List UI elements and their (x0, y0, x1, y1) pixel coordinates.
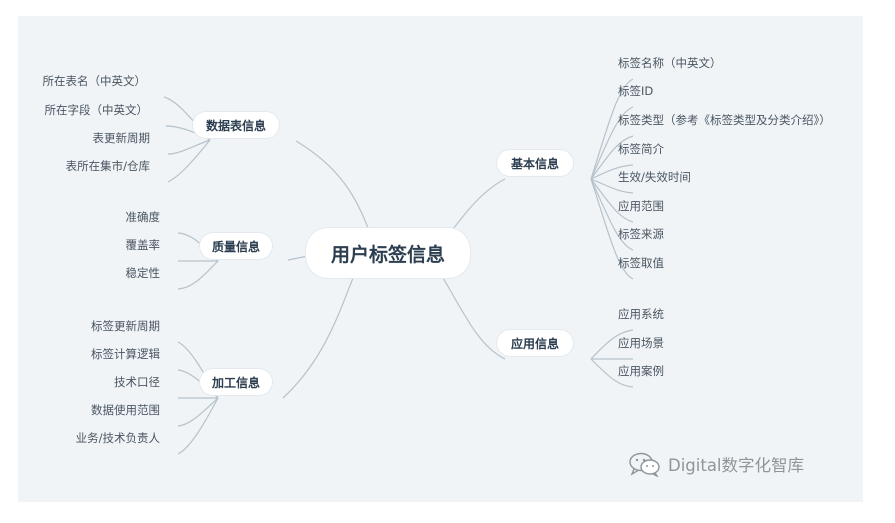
edge-leaf (590, 329, 634, 360)
leaf-application[interactable]: 应用案例 (618, 364, 664, 378)
edge-leaf (590, 135, 634, 180)
watermark-text: Digital数字化智库 (668, 456, 805, 475)
edge-leaf (590, 178, 634, 251)
edge-leaf (590, 178, 634, 194)
edge-center-processing (282, 277, 354, 399)
edge-center-quality (287, 255, 309, 261)
leaf-basic[interactable]: 标签名称（中英文） (618, 56, 722, 70)
connector-lines (163, 78, 634, 455)
edge-leaf (590, 358, 634, 388)
leaf-data-table[interactable]: 表更新周期 (92, 131, 151, 145)
edge-leaf (590, 106, 634, 180)
edge-leaf (590, 178, 634, 223)
edge-leaf (167, 139, 211, 155)
watermark: Digital数字化智库 (628, 451, 804, 477)
branch-basic[interactable]: 基本信息 (497, 150, 573, 176)
edge-leaf (590, 164, 634, 180)
edge-leaf (590, 178, 634, 280)
leaf-basic[interactable]: 标签来源 (618, 227, 664, 241)
leaf-quality[interactable]: 稳定性 (125, 266, 161, 280)
edge-center-data-table (295, 140, 374, 243)
edge-leaf (167, 139, 211, 183)
leaf-application[interactable]: 应用场景 (618, 336, 664, 350)
leaf-quality[interactable]: 覆盖率 (125, 238, 161, 252)
branch-application[interactable]: 应用信息 (497, 330, 573, 356)
leaf-processing[interactable]: 标签更新周期 (91, 319, 160, 333)
edge-leaf (177, 397, 219, 455)
branch-quality[interactable]: 质量信息 (200, 233, 272, 259)
edge-leaf (590, 78, 634, 180)
edge-leaf (177, 397, 219, 427)
leaf-basic[interactable]: 应用范围 (618, 199, 664, 213)
edge-center-application (442, 277, 506, 360)
leaf-data-table[interactable]: 表所在集市/仓库 (65, 159, 150, 173)
leaf-processing[interactable]: 业务/技术负责人 (75, 431, 160, 445)
leaf-data-table[interactable]: 所在表名（中英文） (42, 74, 147, 88)
leaf-processing[interactable]: 标签计算逻辑 (91, 347, 160, 361)
leaf-processing[interactable]: 数据使用范围 (91, 403, 160, 417)
leaf-application[interactable]: 应用系统 (618, 307, 664, 321)
leaf-data-table[interactable]: 所在字段（中英文） (44, 103, 149, 117)
leaf-processing[interactable]: 技术口径 (114, 375, 160, 389)
branch-processing[interactable]: 加工信息 (200, 369, 272, 395)
leaf-quality[interactable]: 准确度 (125, 210, 161, 224)
leaf-basic[interactable]: 标签取值 (618, 256, 664, 270)
leaf-basic[interactable]: 标签类型（参考《标签类型及分类介绍》） (618, 113, 831, 127)
edge-leaf (177, 260, 219, 290)
wechat-icon (629, 452, 660, 477)
leaf-basic[interactable]: 生效/失效时间 (618, 170, 691, 184)
branch-data-table[interactable]: 数据表信息 (193, 112, 279, 138)
leaf-basic[interactable]: 标签ID (618, 84, 654, 98)
leaf-basic[interactable]: 标签简介 (618, 142, 664, 156)
center-node[interactable]: 用户标签信息 (306, 228, 470, 278)
